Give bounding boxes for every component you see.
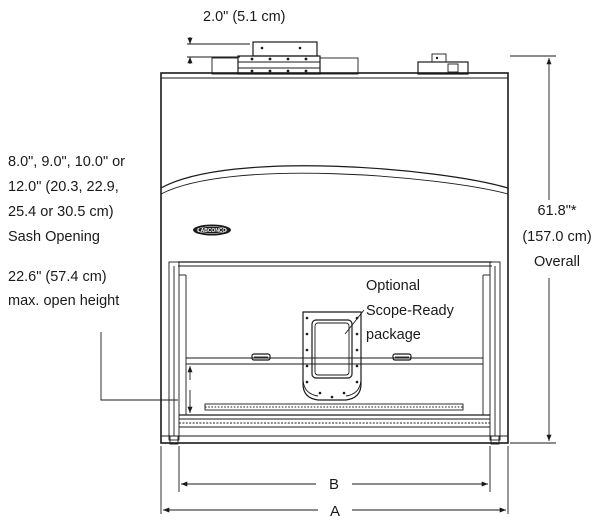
cabinet-body — [160, 72, 509, 444]
scope-ready-label: Optional Scope-Ready package — [366, 278, 455, 343]
sash-handle-left — [251, 353, 271, 361]
overall-height-line-3: Overall — [534, 254, 580, 270]
width-b-label: B — [329, 476, 339, 493]
top-plenum-left-block — [211, 57, 359, 75]
width-dimension-a — [160, 446, 509, 514]
sash-height-leader — [100, 332, 193, 413]
max-open-height-line-2: max. open height — [8, 293, 119, 309]
scope-ready-line-2: Scope-Ready — [366, 303, 455, 319]
top-dimension-marks — [187, 37, 250, 64]
top-exhaust-collar — [237, 41, 321, 75]
top-dimension-label: 2.0" (5.1 cm) — [203, 9, 286, 25]
overall-height-label: 61.8"* (157.0 cm) Overall — [522, 203, 591, 270]
sash-opening-line-4: Sash Opening — [8, 229, 100, 245]
svg-text:LABCONCO: LABCONCO — [198, 228, 227, 234]
work-area — [161, 357, 508, 437]
front-grille — [204, 403, 464, 411]
scope-ready-line-1: Optional — [366, 278, 420, 294]
overall-height-line-2: (157.0 cm) — [522, 229, 591, 245]
overall-height-line-1: 61.8"* — [537, 203, 576, 219]
scope-ready-plate — [302, 311, 362, 401]
sash-opening-label: 8.0", 9.0", 10.0" or 12.0" (20.3, 22.9, … — [8, 154, 125, 245]
scope-ready-line-3: package — [366, 327, 421, 343]
max-open-height-label: 22.6" (57.4 cm) max. open height — [8, 269, 119, 309]
sash-handle-right — [392, 353, 412, 361]
sash-opening-line-2: 12.0" (20.3, 22.9, — [8, 179, 119, 195]
sash-opening-line-1: 8.0", 9.0", 10.0" or — [8, 154, 125, 170]
overall-height-dimension — [510, 55, 556, 444]
width-a-label: A — [330, 503, 340, 520]
max-open-height-line-1: 22.6" (57.4 cm) — [8, 269, 107, 285]
scope-ready-leader — [344, 309, 365, 335]
base-feet — [169, 435, 500, 445]
side-posts — [168, 261, 501, 441]
brand-logo: LABCONCO — [193, 224, 231, 236]
top-motor-box — [417, 53, 469, 75]
width-dimension-b — [178, 446, 491, 492]
sash-opening-line-3: 25.4 or 30.5 cm) — [8, 204, 114, 220]
